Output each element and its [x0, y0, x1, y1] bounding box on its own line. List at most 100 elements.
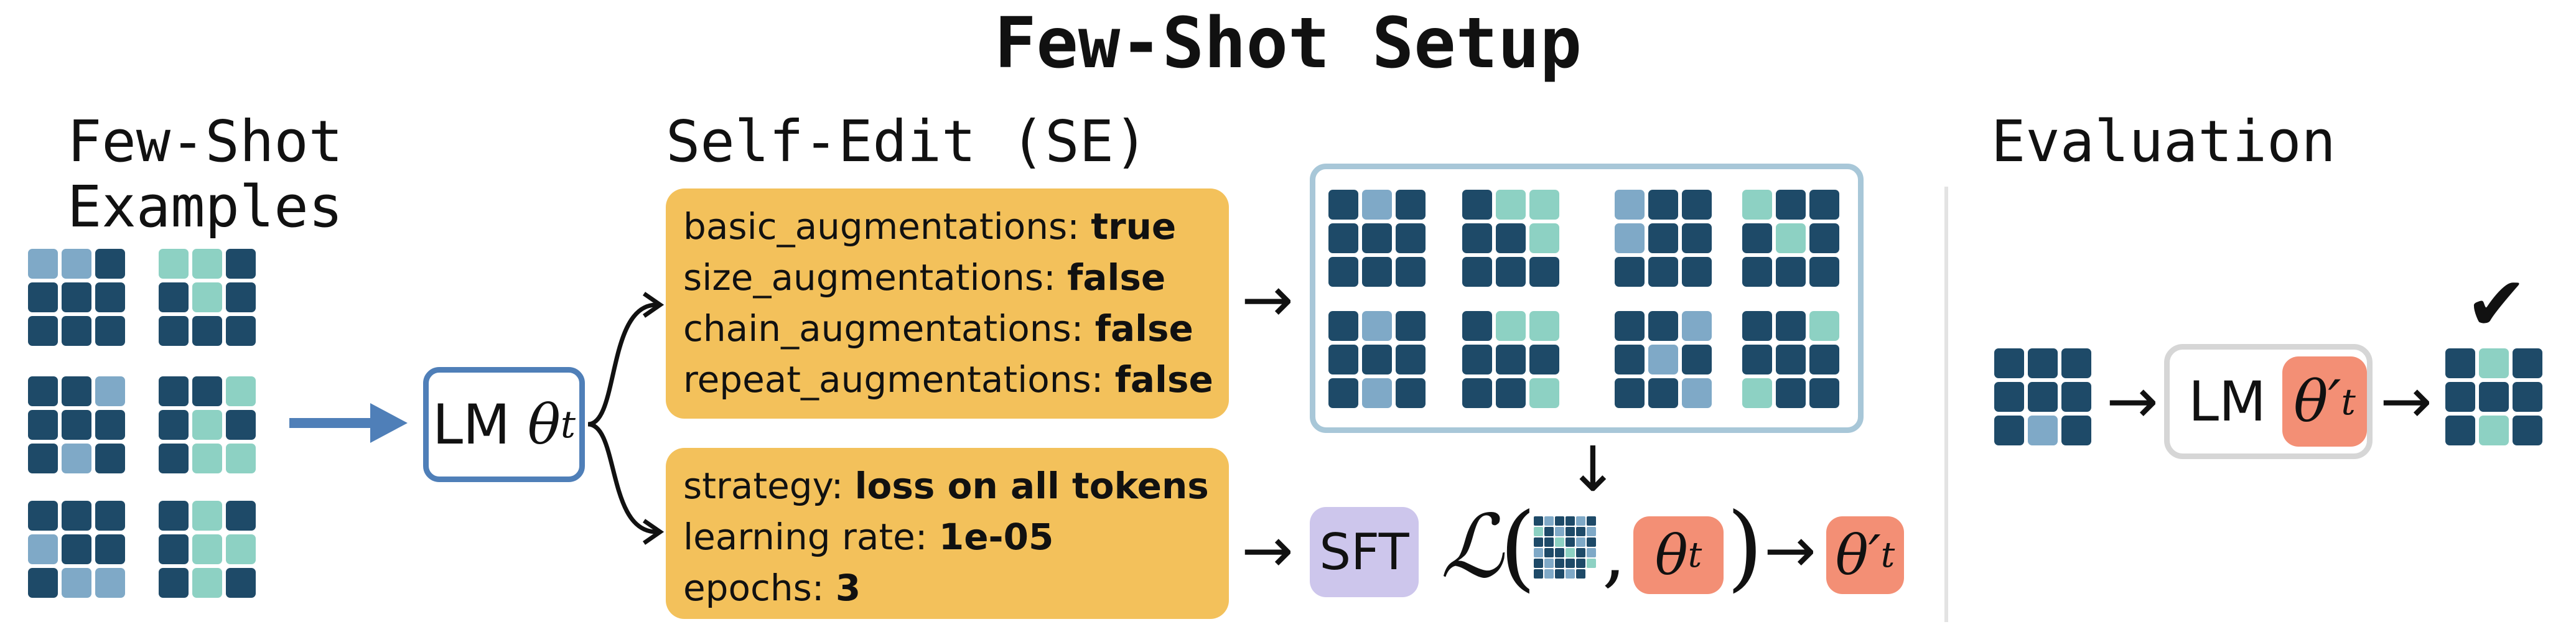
grid-cell [1496, 223, 1526, 253]
branch-arrows [587, 292, 665, 545]
grid-cell [1776, 378, 1806, 408]
grid-cell [2513, 382, 2542, 412]
mini-cell [1555, 516, 1564, 526]
lm-label: LM [2188, 370, 2266, 434]
grid-cell [28, 501, 58, 531]
grid-cell [2028, 382, 2058, 412]
grid-cell [226, 282, 256, 312]
grid-cell [226, 444, 256, 473]
theta-symbol: θ [527, 393, 561, 457]
grid-cell [1648, 257, 1678, 287]
grid-cell [1809, 378, 1839, 408]
grid-cell [1396, 257, 1426, 287]
grid-cell [1682, 257, 1712, 287]
grid-cell [226, 501, 256, 531]
self-edit-heading: Self-Edit (SE) [666, 108, 1149, 175]
mini-cell [1555, 548, 1564, 557]
grid-cell [192, 249, 222, 279]
grid-cell [1496, 257, 1526, 287]
mini-cell [1544, 569, 1554, 579]
grid-cell [1362, 223, 1392, 253]
grid-cell [1648, 223, 1678, 253]
grid-cell [62, 444, 91, 473]
section-divider [1944, 187, 1948, 622]
example-grid [159, 501, 256, 598]
grid-cell [192, 376, 222, 406]
arrow-to-sft: → [1241, 514, 1294, 587]
mini-cell [1544, 559, 1554, 568]
grid-cell [1742, 345, 1772, 374]
example-grid [28, 249, 125, 346]
grid-cell [2513, 416, 2542, 445]
mini-cell [1576, 569, 1585, 579]
grid-cell [226, 568, 256, 598]
grid-cell [1362, 378, 1392, 408]
checkmark-icon: ✔ [2465, 261, 2528, 348]
grid-cell [2028, 348, 2058, 378]
mini-cell [1534, 527, 1543, 536]
grid-cell [95, 316, 125, 346]
mini-cell [1544, 516, 1554, 526]
grid-cell [226, 410, 256, 440]
augmented-grid [1615, 311, 1712, 408]
grid-cell [192, 534, 222, 564]
grid-cell [95, 568, 125, 598]
grid-cell [1529, 378, 1559, 408]
config-line: epochs: 3 [683, 567, 861, 609]
grid-cell [1328, 378, 1358, 408]
grid-cell [159, 568, 189, 598]
augmented-grid [1462, 311, 1559, 408]
grid-cell [28, 316, 58, 346]
mini-cell [1566, 548, 1575, 557]
mini-cell [1587, 516, 1596, 526]
grid-cell [1496, 378, 1526, 408]
grid-cell [62, 534, 91, 564]
grid-cell [1615, 223, 1645, 253]
grid-cell [95, 444, 125, 473]
grid-cell [1396, 190, 1426, 220]
grid-cell [1776, 257, 1806, 287]
grid-cell [1396, 378, 1426, 408]
augmented-grid [1742, 190, 1839, 287]
comma: , [1602, 510, 1626, 597]
grid-cell [1615, 257, 1645, 287]
grid-cell [1742, 190, 1772, 220]
grid-cell [1994, 416, 2024, 445]
eval-lm-box: LM θ′t [2164, 344, 2373, 459]
mini-cell [1566, 516, 1575, 526]
grid-cell [1648, 345, 1678, 374]
grid-cell [1776, 190, 1806, 220]
grid-cell [1362, 257, 1392, 287]
grid-cell [192, 444, 222, 473]
grid-cell [2061, 382, 2091, 412]
grid-cell [2445, 382, 2475, 412]
grid-cell [192, 501, 222, 531]
mini-cell [1555, 569, 1564, 579]
augmented-grid [1328, 190, 1426, 287]
grid-cell [1529, 311, 1559, 341]
grid-cell [1682, 378, 1712, 408]
theta-prime-pill: θ′t [2282, 356, 2367, 447]
mini-cell [1534, 516, 1543, 526]
augmented-grid [1742, 311, 1839, 408]
grid-cell [1496, 311, 1526, 341]
grid-cell [62, 282, 91, 312]
grid-cell [192, 316, 222, 346]
grid-cell [1462, 311, 1492, 341]
grid-cell [62, 501, 91, 531]
grid-cell [1328, 223, 1358, 253]
mini-cell [1544, 548, 1554, 557]
grid-cell [159, 316, 189, 346]
grid-cell [1462, 257, 1492, 287]
grid-cell [1615, 190, 1645, 220]
examples-heading-line1: Few-Shot [67, 108, 343, 175]
grid-cell [1648, 190, 1678, 220]
grid-cell [1529, 257, 1559, 287]
grid-cell [192, 282, 222, 312]
grid-cell [95, 282, 125, 312]
example-grid [159, 249, 256, 346]
grid-cell [1994, 348, 2024, 378]
lm-label: LM [432, 393, 510, 457]
grid-cell [226, 249, 256, 279]
